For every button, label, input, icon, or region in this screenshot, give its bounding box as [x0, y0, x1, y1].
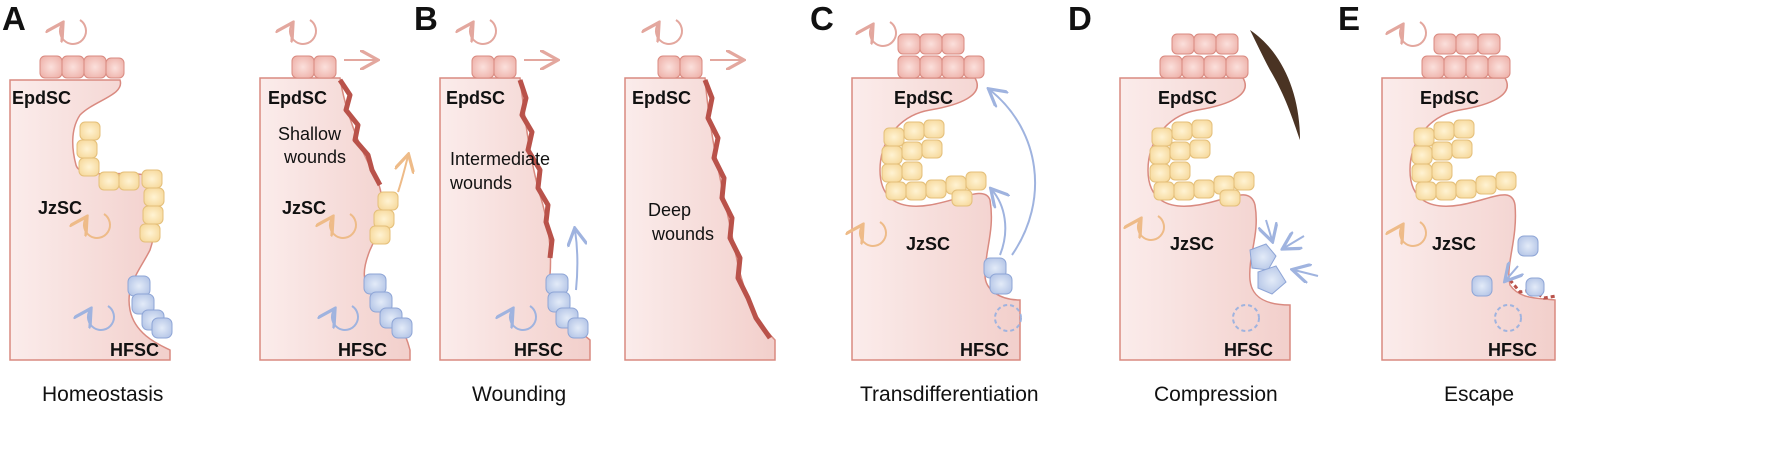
wound-edge-icon — [517, 79, 555, 259]
panel-d — [1119, 30, 1319, 361]
self-renew-icon — [60, 19, 87, 45]
captions: Homeostasis Wounding Transdifferentiatio… — [42, 383, 1514, 406]
label-hfsc: HFSC — [110, 340, 159, 360]
migration-arrow-icon — [992, 190, 1005, 256]
epidermal-cells — [1159, 33, 1249, 79]
epidermal-cells — [1421, 33, 1511, 79]
self-renew-icon — [1400, 21, 1427, 47]
tissue-d — [1119, 77, 1291, 361]
migration-arrow-icon — [398, 156, 408, 193]
lost-stem-cell-icon — [1232, 304, 1260, 332]
label-shallow: wounds — [283, 147, 346, 167]
junctional-cells — [369, 191, 399, 245]
label-epdsc: EpdSC — [12, 88, 71, 108]
panel-shallow — [259, 19, 413, 361]
label-intermediate: Intermediate — [450, 149, 550, 169]
label-deep: Deep — [648, 200, 691, 220]
label-epdsc: EpdSC — [632, 88, 691, 108]
wound-edge-icon — [337, 78, 383, 187]
epidermal-cells — [39, 55, 125, 79]
hair-shaft-icon — [1250, 30, 1300, 140]
caption-escape: Escape — [1444, 383, 1514, 406]
label-epdsc: EpdSC — [894, 88, 953, 108]
tissue-e — [1381, 77, 1556, 361]
self-renew-icon — [332, 305, 359, 331]
self-renew-icon — [330, 213, 357, 239]
self-renew-icon — [290, 19, 317, 45]
self-renew-icon — [656, 19, 683, 45]
label-jzsc: JzSC — [906, 234, 950, 254]
panel-c — [852, 21, 1037, 361]
epidermal-cells — [291, 55, 337, 79]
panel-letter-a: A — [2, 0, 26, 37]
compressed-cells — [1249, 243, 1287, 295]
caption-homeostasis: Homeostasis — [42, 383, 163, 406]
wound-labels: Shallow wounds Intermediate wounds Deep … — [278, 124, 714, 244]
label-epdsc: EpdSC — [1158, 88, 1217, 108]
lost-stem-cell-icon — [994, 304, 1022, 332]
migration-arrow-icon — [575, 230, 577, 291]
hair-follicle-cells — [983, 257, 1013, 295]
junctional-cells — [1411, 119, 1517, 201]
cell-labels: EpdSC JzSC HFSC EpdSC JzSC HFSC EpdSC HF… — [12, 88, 1537, 360]
label-intermediate: wounds — [449, 173, 512, 193]
escaping-cells — [1471, 235, 1545, 297]
caption-transdifferentiation: Transdifferentiation — [860, 383, 1039, 406]
junctional-cells — [881, 119, 987, 207]
label-hfsc: HFSC — [338, 340, 387, 360]
caption-wounding: Wounding — [472, 383, 566, 406]
label-epdsc: EpdSC — [268, 88, 327, 108]
panel-b — [439, 19, 591, 361]
label-shallow: Shallow — [278, 124, 342, 144]
self-renew-icon — [1138, 215, 1165, 241]
compression-arrow-icon — [1284, 236, 1305, 248]
caption-compression: Compression — [1154, 383, 1278, 406]
self-renew-icon — [1400, 221, 1427, 247]
panel-deep — [624, 19, 776, 361]
self-renew-icon — [860, 221, 887, 247]
self-renew-icon — [88, 305, 115, 331]
label-epdsc: EpdSC — [446, 88, 505, 108]
label-hfsc: HFSC — [514, 340, 563, 360]
compression-arrow-icon — [1266, 219, 1272, 240]
panel-letter-c: C — [810, 0, 834, 37]
escape-arrow-icon — [1506, 266, 1518, 280]
panel-letters: A B C D E — [2, 0, 1360, 37]
junctional-cells — [76, 121, 165, 243]
panel-letter-d: D — [1068, 0, 1092, 37]
label-jzsc: JzSC — [38, 198, 82, 218]
panel-letter-b: B — [414, 0, 438, 37]
label-deep: wounds — [651, 224, 714, 244]
epidermal-cells — [471, 55, 517, 79]
label-hfsc: HFSC — [1224, 340, 1273, 360]
compression-arrow-icon — [1294, 270, 1319, 276]
panel-letter-e: E — [1338, 0, 1360, 37]
migration-arrow-icon — [990, 90, 1037, 256]
hair-follicle-cells — [127, 275, 173, 339]
label-hfsc: HFSC — [1488, 340, 1537, 360]
label-jzsc: JzSC — [1432, 234, 1476, 254]
panel-a — [9, 19, 173, 361]
epidermal-cells — [657, 55, 703, 79]
self-renew-icon — [510, 305, 537, 331]
self-renew-icon — [84, 213, 111, 239]
label-jzsc: JzSC — [1170, 234, 1214, 254]
label-epdsc: EpdSC — [1420, 88, 1479, 108]
epidermal-cells — [897, 33, 985, 79]
self-renew-icon — [470, 19, 497, 45]
hair-follicle-cells — [545, 273, 589, 339]
self-renew-icon — [870, 21, 897, 47]
label-hfsc: HFSC — [960, 340, 1009, 360]
hair-follicle-cells — [363, 273, 413, 339]
junctional-cells — [1149, 119, 1255, 207]
label-jzsc: JzSC — [282, 198, 326, 218]
lost-stem-cell-icon — [1494, 304, 1522, 332]
wound-edge-icon — [702, 79, 773, 340]
wound-edge-icon — [1508, 279, 1557, 300]
panel-e — [1381, 21, 1557, 361]
